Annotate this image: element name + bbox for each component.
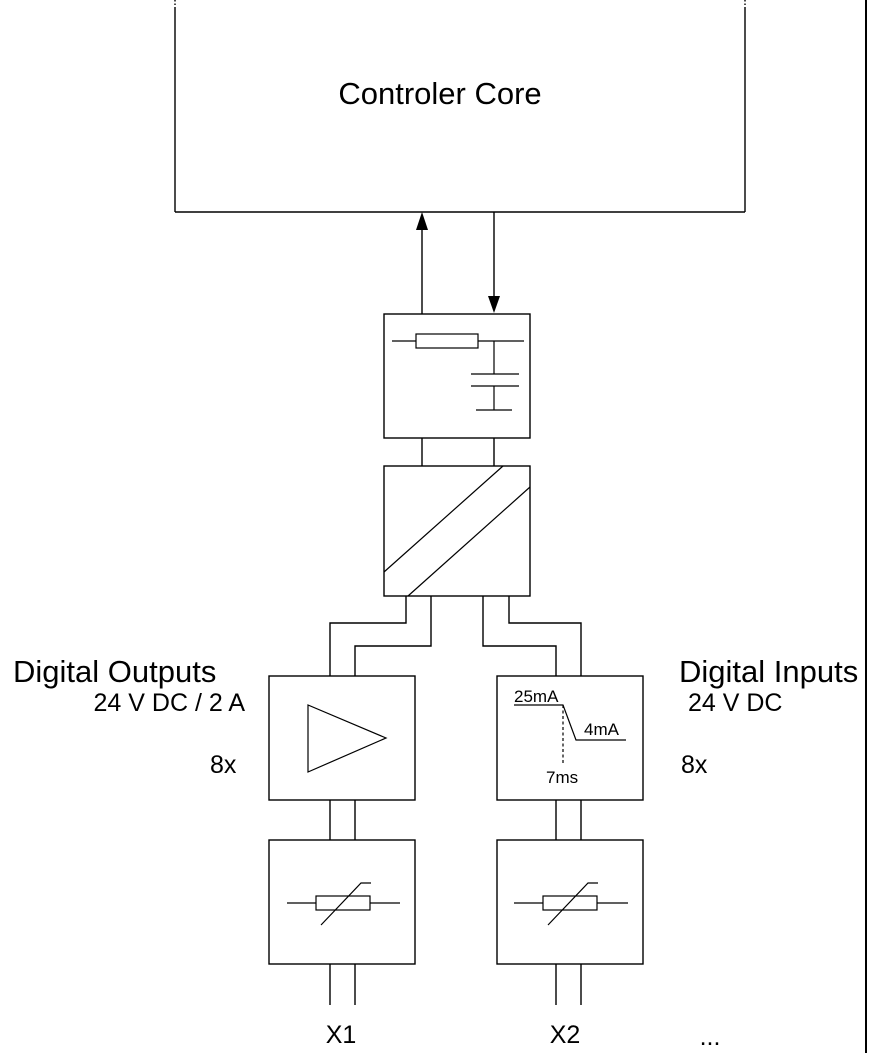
- current-curve-line: [514, 704, 626, 741]
- input-bus-wires: [482, 596, 582, 676]
- connector-x1-label: X1: [326, 1021, 357, 1049]
- digital-inputs-spec: 24 V DC: [688, 689, 782, 717]
- curve-low-current: 4mA: [584, 720, 620, 739]
- amplifier-symbol: [307, 704, 388, 773]
- digital-inputs-title: Digital Inputs: [679, 654, 858, 689]
- output-protection-block: [268, 839, 416, 965]
- digital-outputs-count: 8x: [210, 751, 237, 779]
- output-bus-wires: [329, 596, 432, 676]
- rc-filter-block: [383, 313, 531, 439]
- curve-time-label: 7ms: [546, 768, 578, 787]
- varistor-symbol: [315, 895, 371, 911]
- input-current-limit-block: 25mA 4mA 7ms: [496, 675, 644, 801]
- digital-inputs-count: 8x: [681, 751, 708, 779]
- output-driver-block: [268, 675, 416, 801]
- digital-outputs-title: Digital Outputs: [13, 654, 216, 689]
- input-protection-block: [496, 839, 644, 965]
- curve-high-current: 25mA: [514, 687, 559, 706]
- galvanic-isolation-block: [383, 465, 531, 597]
- controller-core-label: Controler Core: [338, 76, 541, 111]
- digital-outputs-spec: 24 V DC / 2 A: [94, 689, 246, 717]
- varistor-symbol: [542, 895, 598, 911]
- connector-x2-label: X2: [550, 1021, 581, 1049]
- upward-signal-arrow: [416, 212, 428, 314]
- controller-core-block: Controler Core: [174, 0, 746, 213]
- more-connectors-ellipsis: ...: [700, 1023, 721, 1051]
- resistor-symbol: [415, 333, 479, 349]
- downward-signal-arrow: [488, 212, 500, 313]
